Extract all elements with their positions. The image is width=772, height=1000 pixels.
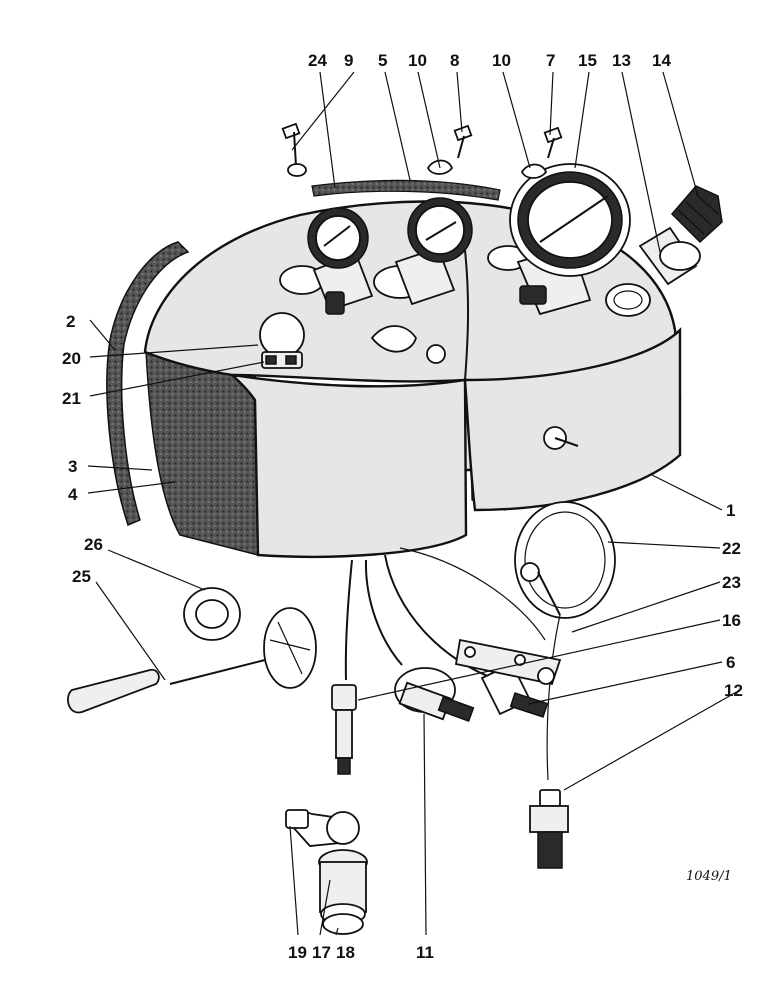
tank-unit-25 <box>67 587 317 714</box>
callout-9: 9 <box>344 51 353 70</box>
pressure-switch-11 <box>394 667 475 723</box>
callout-labels: 24 9 5 10 8 10 7 15 13 14 2 20 21 3 4 1 … <box>62 51 743 962</box>
callout-26: 26 <box>84 535 103 554</box>
callout-16: 16 <box>722 611 741 630</box>
leader-lines <box>87 71 741 936</box>
callout-4: 4 <box>68 485 78 504</box>
callout-15: 15 <box>578 51 597 70</box>
callout-23: 23 <box>722 573 741 592</box>
callout-12: 12 <box>724 681 743 700</box>
screw-7 <box>543 126 563 159</box>
figure-reference-code: 1049/1 <box>686 869 732 884</box>
callout-24: 24 <box>308 51 327 70</box>
callout-6: 6 <box>726 653 735 672</box>
callout-19: 19 <box>288 943 307 962</box>
callout-8: 8 <box>450 51 459 70</box>
gasket-strip-2 <box>106 241 190 527</box>
callout-11: 11 <box>416 943 434 962</box>
gasket-strip-24 <box>311 179 501 201</box>
warning-light <box>259 312 305 369</box>
gauge-large <box>509 163 631 316</box>
callout-14: 14 <box>652 51 671 70</box>
callout-20: 20 <box>62 349 81 368</box>
callout-10-left: 10 <box>408 51 427 70</box>
screw-8 <box>453 124 473 159</box>
callout-13: 13 <box>612 51 631 70</box>
gauge-small-left <box>307 207 374 315</box>
gauge-small-right <box>394 197 473 306</box>
switch-with-knob <box>638 185 723 286</box>
callout-2: 2 <box>66 312 75 331</box>
callout-10-right: 10 <box>492 51 511 70</box>
callout-1: 1 <box>726 501 735 520</box>
callout-18: 18 <box>336 943 355 962</box>
callout-7: 7 <box>546 51 555 70</box>
callout-25: 25 <box>72 567 91 586</box>
bracket-23 <box>454 638 562 686</box>
callout-22: 22 <box>722 539 741 558</box>
wiring-loom <box>344 547 546 681</box>
screw-9 <box>281 122 307 177</box>
clip-10-right <box>520 163 548 179</box>
sender-unit-12 <box>529 789 569 869</box>
callout-5: 5 <box>378 51 387 70</box>
callout-3: 3 <box>68 457 77 476</box>
callout-21: 21 <box>62 389 81 408</box>
pipe-assembly-17 <box>285 809 368 935</box>
connector-16 <box>331 684 357 775</box>
instrument-cover-1 <box>143 200 682 558</box>
callout-17: 17 <box>312 943 331 962</box>
gauge-22 <box>514 501 616 781</box>
